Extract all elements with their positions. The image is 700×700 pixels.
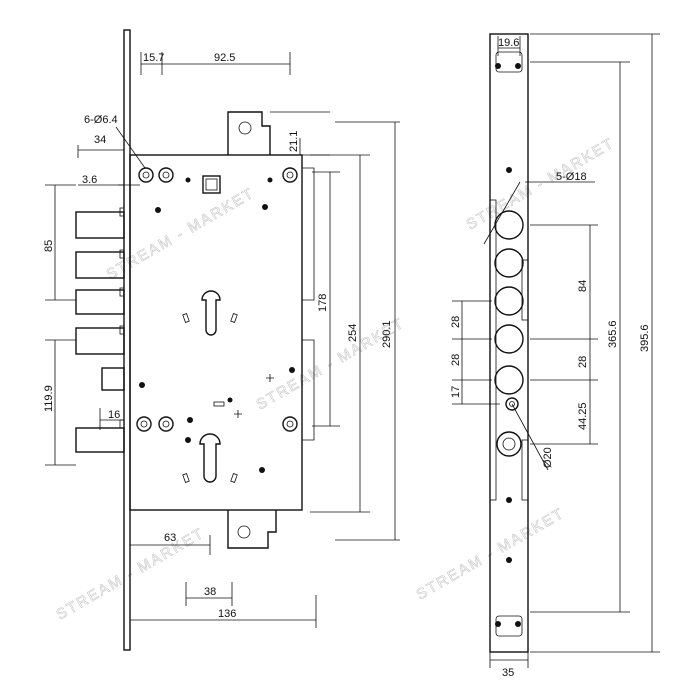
dim-38: 38 <box>204 586 216 598</box>
dim-28-right: 28 <box>577 356 589 368</box>
spindle-square <box>202 175 221 194</box>
dim-3-6: 3.6 <box>82 174 97 186</box>
top-tab <box>227 111 271 155</box>
dim-63: 63 <box>164 532 176 544</box>
dim-290-1: 290.1 <box>381 320 393 348</box>
watermark-3: STREAM - MARKET <box>464 135 618 234</box>
dim-6-holes: 6-Ø6.4 <box>84 114 118 126</box>
right-dim-lines <box>452 33 660 668</box>
dim-34: 34 <box>94 134 106 146</box>
latch-hole <box>496 431 522 457</box>
bolt-holes <box>494 210 524 395</box>
watermark-1: STREAM - MARKET <box>104 185 258 284</box>
left-view: 15.7 92.5 6-Ø6.4 34 3.6 21.1 85 178 254 … <box>43 29 400 651</box>
dim-15-7: 15.7 <box>143 52 164 64</box>
dim-119-9: 119.9 <box>43 385 55 412</box>
dim-254: 254 <box>347 324 359 342</box>
watermarks: STREAM - MARKET STREAM - MARKET STREAM -… <box>53 134 618 623</box>
dim-21-1: 21.1 <box>288 131 300 152</box>
dim-d20: Ø20 <box>542 447 554 468</box>
dim-5-holes: 5-Ø18 <box>556 171 587 183</box>
dim-365-6: 365.6 <box>607 320 619 348</box>
cylinder-cutout-upper <box>201 290 221 336</box>
dim-395-6: 395.6 <box>639 324 651 352</box>
small-holes <box>139 177 295 473</box>
face-plate <box>123 29 131 651</box>
dim-28-left-1: 28 <box>450 316 462 328</box>
dim-178: 178 <box>317 294 329 312</box>
cylinder-cutout-lower <box>199 433 221 483</box>
dim-16: 16 <box>108 409 120 421</box>
dim-35: 35 <box>502 667 514 679</box>
right-dim-labels: 19.6 5-Ø18 84 28 44.25 28 28 17 Ø20 365.… <box>450 37 651 679</box>
left-dim-labels: 15.7 92.5 6-Ø6.4 34 3.6 21.1 85 178 254 … <box>43 52 393 620</box>
dim-84: 84 <box>577 280 589 292</box>
dim-44-25: 44.25 <box>577 402 589 430</box>
plate-small-holes <box>495 63 521 627</box>
dim-19-6: 19.6 <box>498 37 519 49</box>
screw-holes <box>136 167 298 432</box>
dim-92-5: 92.5 <box>214 52 235 64</box>
dim-17: 17 <box>450 386 462 398</box>
bolts <box>75 211 125 453</box>
right-view: 19.6 5-Ø18 84 28 44.25 28 28 17 Ø20 365.… <box>450 33 660 679</box>
bottom-tab <box>227 510 277 549</box>
dim-28-left-2: 28 <box>450 354 462 366</box>
dim-136: 136 <box>218 608 236 620</box>
lock-case <box>129 154 303 511</box>
dim-85: 85 <box>43 240 55 252</box>
left-dim-lines <box>45 52 400 628</box>
